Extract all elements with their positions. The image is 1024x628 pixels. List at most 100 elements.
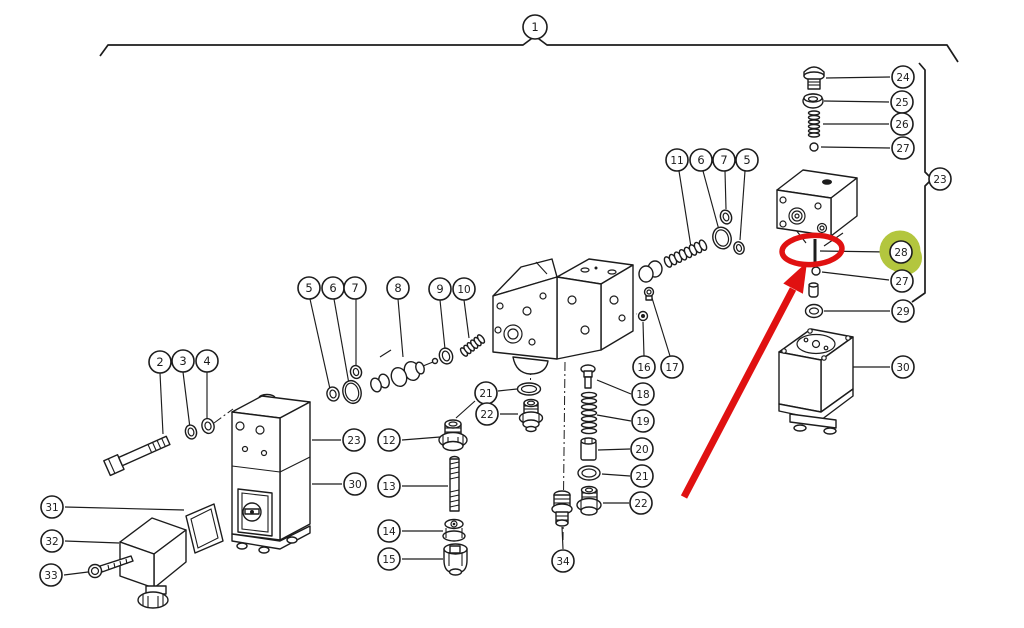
callout-circle	[629, 491, 653, 515]
o-ring-5-top	[733, 241, 745, 255]
callout-number: 22	[634, 498, 647, 510]
callout-23: 23	[342, 428, 366, 452]
callout-number: 27	[895, 276, 908, 288]
callout-circle	[452, 277, 476, 301]
callout-21: 21	[474, 381, 498, 405]
callout-circle	[632, 355, 656, 379]
callout-circle	[890, 269, 914, 293]
callout-circle	[630, 464, 654, 488]
callout-26: 26	[890, 112, 914, 136]
callout-number: 22	[480, 409, 493, 421]
o-ring-6-left	[342, 379, 362, 405]
callout-number: 34	[556, 556, 570, 568]
callout-4: 4	[195, 349, 219, 373]
red-arrow-head	[783, 262, 807, 294]
callout-number: 25	[895, 97, 908, 109]
callout-number: 11	[670, 155, 683, 167]
callout-circle	[342, 428, 366, 452]
callout-circle	[712, 148, 736, 172]
washer-4	[201, 417, 215, 435]
o-ring-7-top	[719, 209, 733, 225]
callout-number: 19	[636, 416, 649, 428]
callout-9: 9	[428, 277, 452, 301]
callout-circle	[343, 276, 367, 300]
o-ring-6-top	[712, 226, 732, 250]
callout-number: 5	[305, 281, 312, 295]
callout-1: 1	[522, 14, 548, 40]
callout-circle	[195, 349, 219, 373]
callout-number: 23	[933, 174, 946, 186]
callout-number: 2	[156, 355, 163, 369]
callout-circle	[890, 112, 914, 136]
callout-number: 32	[45, 536, 58, 548]
callout-number: 9	[436, 282, 443, 296]
callout-number: 6	[697, 153, 704, 167]
callout-27: 27	[891, 136, 915, 160]
nut-14	[442, 518, 466, 542]
callout-number: 17	[665, 362, 678, 374]
spring-19	[580, 391, 598, 435]
washer-3	[184, 424, 198, 440]
callout-circle	[377, 519, 401, 543]
fitting-22-center	[576, 485, 602, 516]
callout-number: 4	[203, 354, 210, 368]
callout-25: 25	[890, 90, 914, 114]
callout-circle	[928, 167, 952, 191]
callout-circle	[343, 472, 367, 496]
callout-number: 1	[531, 20, 538, 34]
callout-circle	[40, 495, 64, 519]
callout-circle	[377, 474, 401, 498]
callout-circle	[377, 547, 401, 571]
callout-number: 7	[720, 153, 727, 167]
callout-circle	[891, 65, 915, 89]
callout-6: 6	[689, 148, 713, 172]
callout-circle	[631, 382, 655, 406]
callout-11: 11	[665, 148, 689, 172]
o-ring-21-center	[577, 465, 601, 481]
pilot-valve-block	[776, 169, 858, 237]
nut-17	[643, 286, 655, 301]
callout-circle	[148, 350, 172, 374]
callout-number: 10	[457, 284, 470, 296]
ball-27-top	[809, 142, 819, 152]
callout-number: 13	[382, 481, 395, 493]
callout-number: 7	[351, 281, 358, 295]
poppet-screw-18	[580, 364, 596, 389]
callout-circle	[386, 276, 410, 300]
callout-24: 24	[891, 65, 915, 89]
callout-15: 15	[377, 547, 401, 571]
main-valve-block	[492, 258, 634, 375]
red-arrow-shaft	[680, 287, 797, 499]
callout-circle	[39, 563, 63, 587]
o-ring-29	[804, 303, 824, 319]
callout-circle	[889, 240, 913, 264]
callout-number: 5	[743, 153, 750, 167]
callout-number: 30	[348, 479, 361, 491]
spring-11	[663, 239, 708, 268]
callout-18: 18	[631, 382, 655, 406]
callout-33: 33	[39, 563, 63, 587]
o-ring-21-upper	[516, 382, 542, 396]
callout-28: 28	[879, 230, 922, 275]
leader-lines	[63, 76, 891, 576]
callout-number: 12	[382, 435, 395, 447]
valve-spool-8	[390, 357, 439, 388]
red-annotation	[680, 232, 845, 499]
callout-19: 19	[631, 409, 655, 433]
callout-number: 18	[636, 389, 649, 401]
callout-circle	[660, 355, 684, 379]
callout-2: 2	[148, 350, 172, 374]
gasket-31	[185, 503, 224, 554]
callout-circle	[428, 277, 452, 301]
screw-33	[87, 555, 134, 579]
cylinder-plug-top	[638, 260, 663, 283]
fitting-22-upper	[518, 398, 544, 433]
plug-screw-24	[803, 66, 825, 90]
callout-number: 16	[637, 362, 651, 374]
callout-30: 30	[891, 355, 915, 379]
sleeve-20	[580, 437, 597, 461]
solenoid-valve-30-right	[778, 328, 854, 435]
callout-circle	[891, 136, 915, 160]
